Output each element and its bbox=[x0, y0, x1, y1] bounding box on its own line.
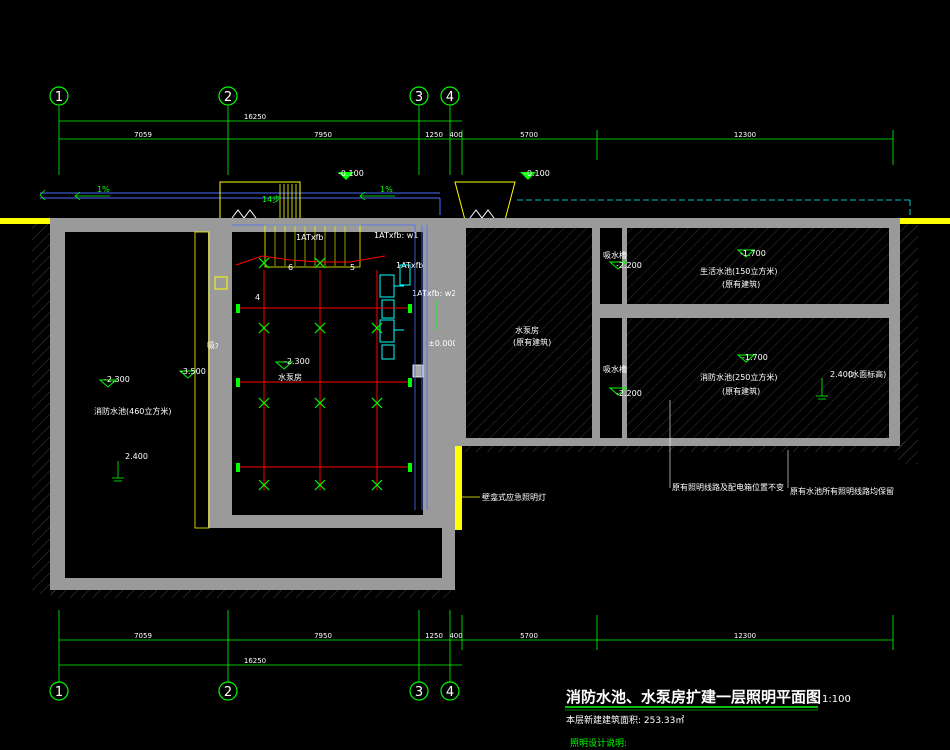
note-bottom-mid: 原有照明线路及配电箱位置不变 bbox=[672, 482, 784, 492]
axis-label-3-bottom: 3 bbox=[415, 685, 423, 700]
dim-seg-2-bottom: 7950 bbox=[314, 632, 332, 640]
note-bottom-right: 原有水池所有照明线路均保留 bbox=[790, 486, 894, 496]
fixture-count-5: 5 bbox=[350, 263, 355, 272]
axis-bubble-2-top bbox=[218, 86, 238, 106]
fixture-count-6: 6 bbox=[288, 263, 293, 272]
axis-label-2-bottom: 2 bbox=[224, 685, 232, 700]
level-marks-top: -0.100 -0.100 bbox=[338, 169, 550, 180]
suction-top-label: 吸水槽 bbox=[603, 250, 627, 260]
pump-room: 1ATxfb 1ATxfb: w1 1ATxfb 1ATxfb: w2 水泵房 … bbox=[214, 218, 458, 520]
right-bot-pool-label: 消防水池(250立方米) bbox=[700, 372, 778, 382]
pump-room-label: 水泵房 bbox=[278, 372, 302, 382]
title-block: 消防水池、水泵房扩建一层照明平面图 1:100 本层新建建筑面积: 253.33… bbox=[565, 688, 851, 749]
drawing-scale: 1:100 bbox=[822, 694, 851, 705]
note-bottom-left: 壁龛式应急照明灯 bbox=[482, 492, 546, 502]
level-right-bot-b: -1.700 bbox=[742, 353, 768, 362]
axis-bubble-3-top bbox=[409, 86, 429, 106]
axis-label-1-bottom: 1 bbox=[55, 685, 63, 700]
right-top-pool-label: 生活水池(150立方米) bbox=[700, 266, 778, 276]
stair-steps: 14步 bbox=[262, 195, 280, 204]
grid-axes-top: 1 2 3 4 bbox=[49, 86, 460, 106]
level-left-2400: 2.400 bbox=[125, 452, 148, 461]
atxfb-w2-label: 1ATxfb: w2 bbox=[412, 289, 456, 298]
atxfb-label: 1ATxfb bbox=[296, 233, 323, 242]
level-top-right: -0.100 bbox=[524, 169, 550, 178]
level-right-2400: 2.400 bbox=[830, 370, 853, 379]
right-bot-pool-sub: (原有建筑) bbox=[722, 386, 760, 396]
axis-bubble-1-top bbox=[49, 86, 69, 106]
level-zero: ±0.000 bbox=[428, 339, 458, 348]
dim-seg-1-top: 7059 bbox=[134, 131, 152, 139]
level-right-bot-a: -2.200 bbox=[616, 389, 642, 398]
bottom-dimensions: 7059 7950 1250 400 5700 12300 16250 bbox=[58, 610, 894, 682]
axis-label-2-top: 2 bbox=[224, 90, 232, 105]
drawing-title: 消防水池、水泵房扩建一层照明平面图 bbox=[566, 688, 821, 706]
level-note: (水面标高) bbox=[848, 369, 886, 379]
dim-seg-6-bottom: 12300 bbox=[734, 632, 756, 640]
fixture-count-4: 4 bbox=[255, 293, 260, 302]
water-room-mid-sub: (原有建筑) bbox=[513, 337, 551, 347]
level-pump-room: -2.300 bbox=[284, 357, 310, 366]
slope-left: 1% bbox=[97, 185, 110, 194]
dim-seg-2-top: 7950 bbox=[314, 131, 332, 139]
dim-seg-4-top: 400 bbox=[449, 131, 462, 139]
slope-mid: 1% bbox=[380, 185, 393, 194]
stair-structures: 14步 bbox=[219, 181, 516, 221]
axis-label-4-bottom: 4 bbox=[446, 685, 454, 700]
ground-left bbox=[0, 218, 58, 224]
water-room-mid-label: 水泵房 bbox=[515, 325, 539, 335]
callouts: 壁龛式应急照明灯 原有照明线路及配电箱位置不变 原有水池所有照明线路均保留 bbox=[460, 400, 894, 502]
level-right-top-a: -2.200 bbox=[616, 261, 642, 270]
axis-label-1-top: 1 bbox=[55, 90, 63, 105]
dim-seg-6-top: 12300 bbox=[734, 131, 756, 139]
roof-lines: 1% 1% bbox=[39, 185, 911, 218]
level-top-left: -0.100 bbox=[338, 169, 364, 178]
atxfb-w1-label: 1ATxfb: w1 bbox=[374, 231, 418, 240]
level-right-top-b: -1.700 bbox=[740, 249, 766, 258]
dim-seg-3-bottom: 1250 bbox=[425, 632, 443, 640]
grid-axes-bottom: 1 2 3 4 bbox=[49, 681, 460, 701]
right-top-pool-sub: (原有建筑) bbox=[722, 279, 760, 289]
axis-label-3-top: 3 bbox=[415, 90, 423, 105]
fire-pool-left-label: 消防水池(460立方米) bbox=[94, 406, 172, 416]
dim-seg-4-bottom: 400 bbox=[449, 632, 462, 640]
dim-seg-5-bottom: 5700 bbox=[520, 632, 538, 640]
floor-area: 本层新建建筑面积: 253.33㎡ bbox=[566, 714, 684, 726]
dim-seg-3-top: 1250 bbox=[425, 131, 443, 139]
axis-bubble-4-top bbox=[440, 86, 460, 106]
suction-bot-label: 吸水槽 bbox=[603, 364, 627, 374]
ground-right bbox=[895, 218, 950, 224]
level-pool-left: -2.300 bbox=[104, 375, 130, 384]
dim-total-top: 16250 bbox=[244, 113, 266, 121]
axis-label-4-top: 4 bbox=[446, 90, 454, 105]
level-pool-left-2: -3.500 bbox=[180, 367, 206, 376]
top-dimensions: 16250 7059 7950 1250 400 5700 12300 bbox=[58, 106, 894, 175]
right-pools: 吸水槽 吸水槽 -2.200 -2.200 -1.700 -1.700 生活水池… bbox=[600, 228, 889, 438]
notes-heading: 照明设计说明: bbox=[570, 737, 627, 749]
dim-seg-1-bottom: 7059 bbox=[134, 632, 152, 640]
dim-total-bottom: 16250 bbox=[244, 657, 266, 665]
dim-seg-5-top: 5700 bbox=[520, 131, 538, 139]
